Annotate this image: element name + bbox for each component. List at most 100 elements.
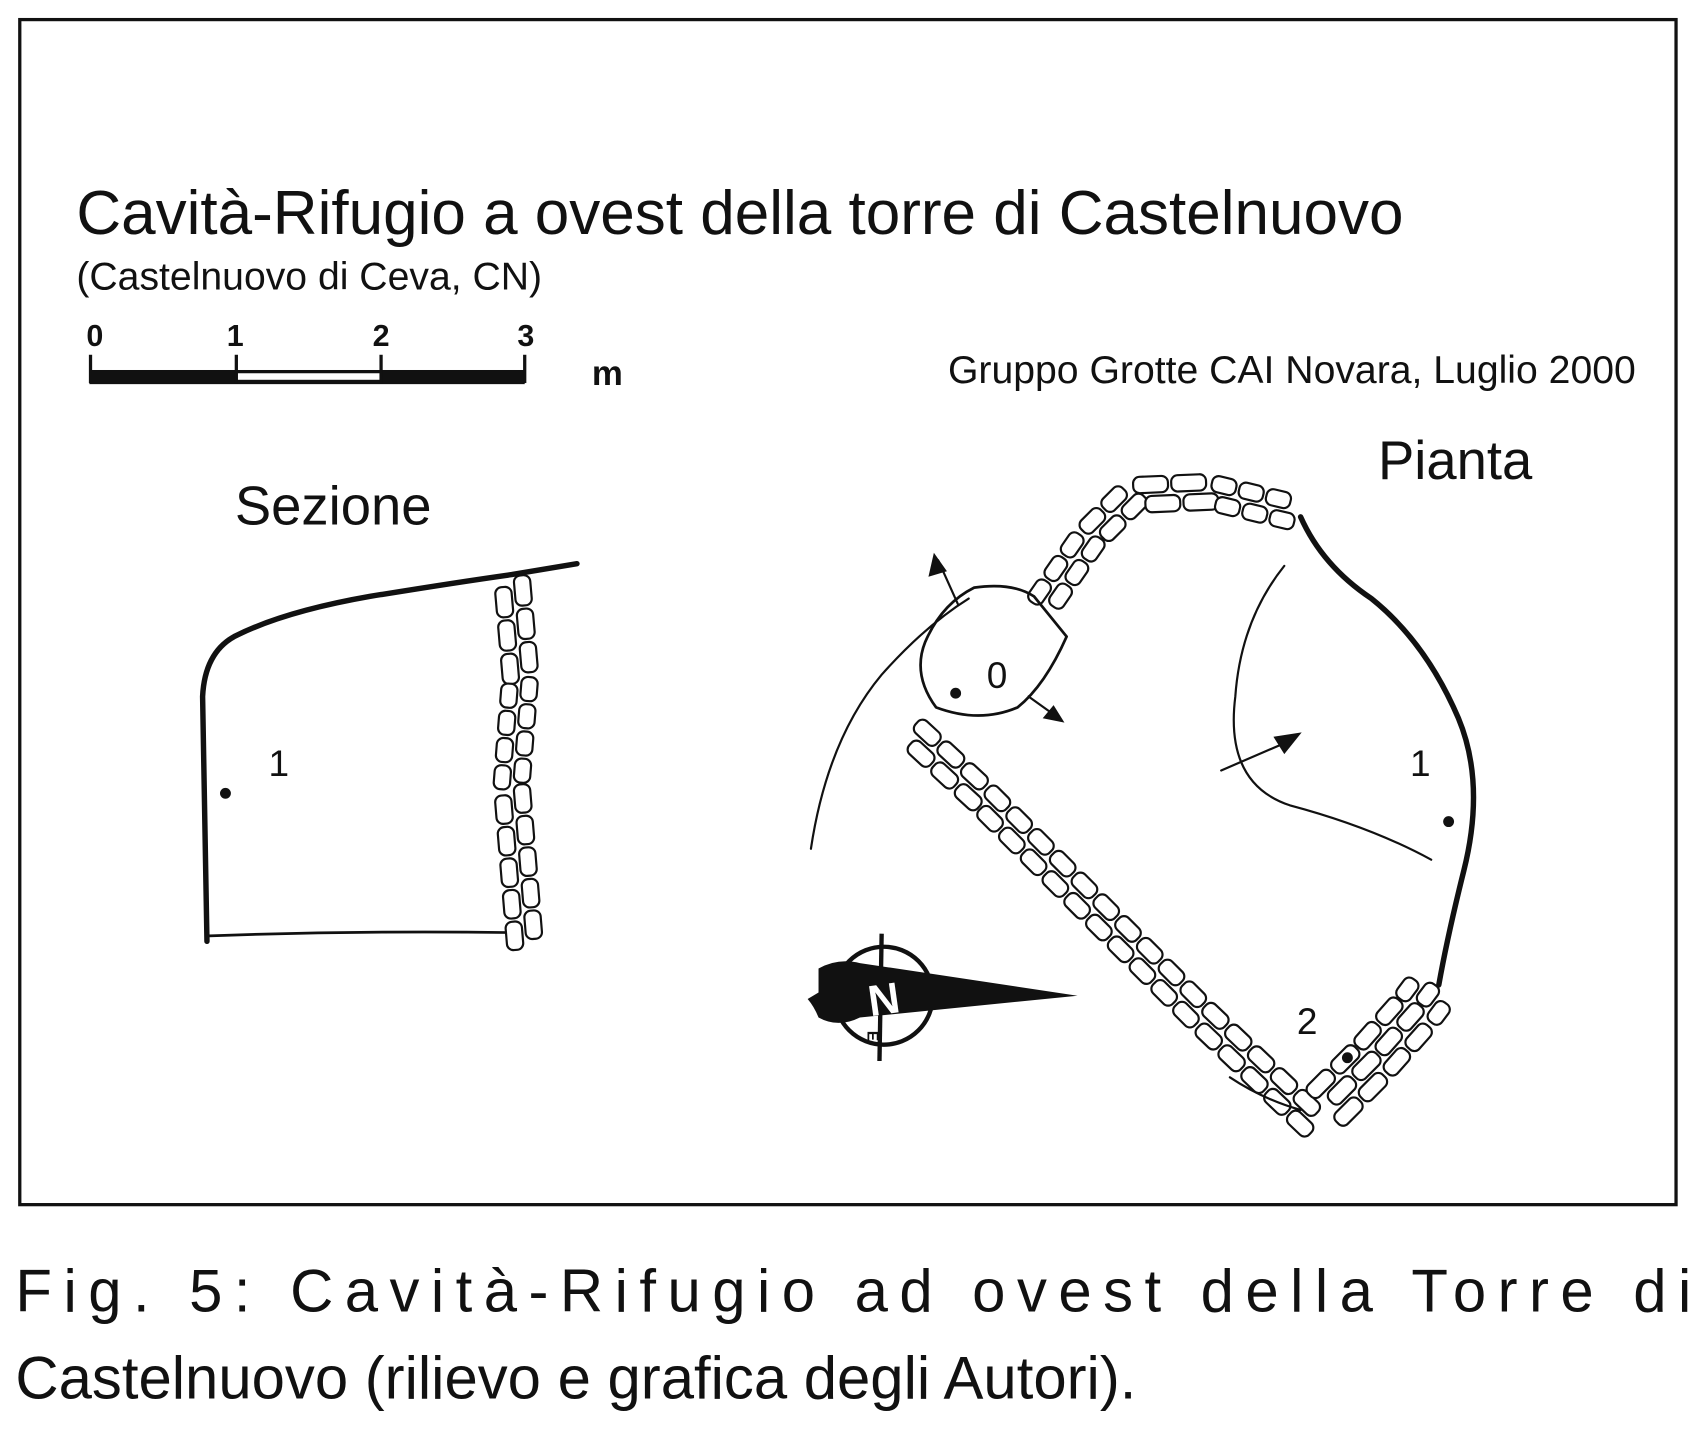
wall-stone xyxy=(983,784,1012,813)
wall-stone xyxy=(1059,531,1085,559)
wall-stone xyxy=(1131,474,1170,495)
scale-label-0: 0 xyxy=(86,319,103,353)
wall-stone xyxy=(1172,1000,1200,1029)
compass-north-label: N xyxy=(865,974,903,1026)
wall-stone xyxy=(1043,554,1069,583)
section-label: Sezione xyxy=(235,476,432,537)
wall-stone xyxy=(520,877,541,909)
scale-label-3: 3 xyxy=(517,319,534,353)
wall-stone xyxy=(1064,558,1090,587)
wall-stone xyxy=(496,825,517,857)
wall-stone xyxy=(1150,978,1179,1007)
wall-stone xyxy=(1179,980,1208,1009)
scale-label-1: 1 xyxy=(227,319,244,353)
wall-stone xyxy=(1114,915,1142,943)
wall-stone xyxy=(1415,981,1441,1008)
wall-stone xyxy=(1048,582,1074,610)
plan-point-1: 1 xyxy=(1410,743,1431,784)
wall-stone xyxy=(512,757,533,784)
wall-stone xyxy=(1027,827,1055,856)
wall-stone xyxy=(1120,492,1149,521)
wall-stone xyxy=(1106,935,1135,964)
wall-stone xyxy=(492,764,513,791)
wall-stone xyxy=(906,739,936,768)
wall-stone xyxy=(1217,1044,1246,1073)
wall-stone xyxy=(1098,514,1127,543)
wall-stone xyxy=(1404,1022,1433,1053)
wall-stone xyxy=(1048,849,1077,878)
wall-stone xyxy=(1210,475,1238,497)
plan-point-0: 0 xyxy=(987,655,1008,696)
wall-stone xyxy=(1224,1023,1253,1052)
wall-stone xyxy=(1426,999,1451,1026)
figure-frame xyxy=(18,17,1678,1207)
section-drawing: Sezione 1 xyxy=(199,476,580,952)
wall-stone xyxy=(518,640,539,674)
wall-stone xyxy=(494,585,515,619)
wall-stone xyxy=(501,888,522,920)
wall-stone xyxy=(1396,1002,1425,1032)
wall-stone xyxy=(1070,871,1099,900)
wall-stone xyxy=(930,761,960,790)
wall-stone xyxy=(519,675,539,703)
plan-point-2: 2 xyxy=(1297,1001,1318,1042)
wall-stone xyxy=(1063,891,1092,920)
wall-stone xyxy=(500,652,521,686)
wall-stone xyxy=(494,794,514,825)
wall-stone xyxy=(1092,893,1121,922)
wall-stone xyxy=(1246,1045,1276,1074)
wall-stone xyxy=(1357,1071,1389,1103)
survey-credit: Gruppo Grotte CAI Novara, Luglio 2000 xyxy=(948,349,1636,392)
wall-stone xyxy=(504,920,525,952)
wall-stone xyxy=(1375,996,1404,1027)
wall-stone xyxy=(1005,806,1034,834)
wall-stone xyxy=(1194,1022,1224,1051)
wall-stone xyxy=(1269,1067,1299,1096)
wall-stone xyxy=(912,718,942,747)
wall-stone xyxy=(1240,1066,1269,1095)
scale-bar: 0 1 2 3 m xyxy=(86,319,623,393)
wall-stone xyxy=(1078,506,1107,535)
wall-stone xyxy=(1041,870,1070,898)
wall-stone xyxy=(1128,957,1157,985)
section-point-1: 1 xyxy=(268,743,289,784)
wall-stone xyxy=(499,682,519,709)
north-arrow-icon: N E xyxy=(807,933,1078,1062)
wall-stone xyxy=(518,846,538,877)
wall-stone xyxy=(1382,1046,1412,1077)
wall-stone xyxy=(1326,1075,1358,1106)
caption-line-1: Fig. 5: Cavità-Rifugio ad ovest della To… xyxy=(15,1257,1691,1324)
wall-stone xyxy=(1100,485,1129,513)
wall-stone xyxy=(1019,848,1048,877)
wall-stone xyxy=(497,619,518,652)
wall-stone xyxy=(1157,958,1186,987)
wall-stone xyxy=(512,783,533,814)
wall-stone xyxy=(494,736,515,764)
wall-stone xyxy=(515,607,536,641)
scale-label-2: 2 xyxy=(373,319,390,353)
wall-stone xyxy=(1182,492,1220,512)
wall-stone xyxy=(1085,913,1113,942)
wall-stone xyxy=(1395,976,1420,1003)
plan-label: Pianta xyxy=(1378,430,1533,491)
wall-stone xyxy=(514,730,535,757)
wall-stone xyxy=(1305,1068,1337,1100)
wall-stone xyxy=(1353,1020,1382,1051)
wall-stone xyxy=(1374,1026,1404,1057)
wall-stone xyxy=(976,804,1004,833)
wall-stone xyxy=(523,909,544,941)
wall-stone xyxy=(1080,535,1106,563)
figure-subtitle: (Castelnuovo di Ceva, CN) xyxy=(76,255,542,298)
wall-stone xyxy=(953,783,983,812)
wall-stone xyxy=(517,703,537,730)
wall-stone xyxy=(496,709,517,737)
figure-title: Cavità-Rifugio a ovest della torre di Ca… xyxy=(76,179,1403,248)
wall-stone xyxy=(1135,936,1164,965)
wall-stone xyxy=(1237,481,1265,503)
wall-stone xyxy=(1144,493,1182,514)
wall-stone xyxy=(1264,488,1293,510)
wall-stone xyxy=(512,574,533,607)
wall-stone xyxy=(959,762,989,791)
wall-stone xyxy=(997,826,1026,855)
